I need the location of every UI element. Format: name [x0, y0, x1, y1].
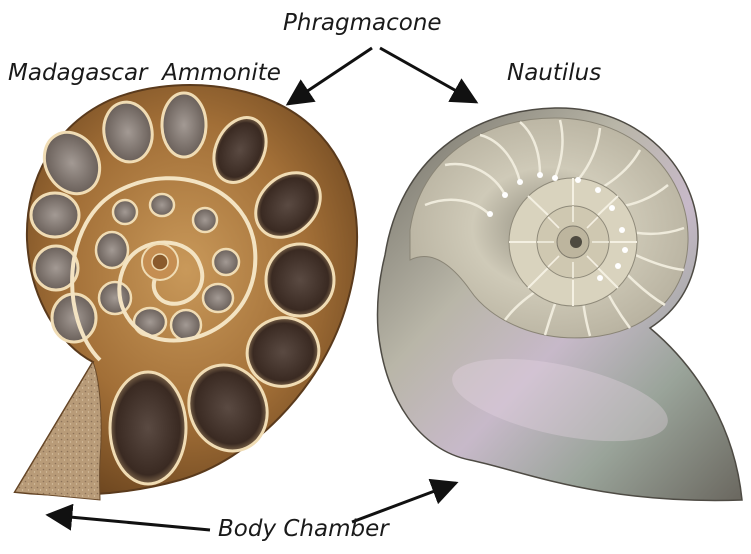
ammonite-body-chamber — [15, 362, 101, 500]
nautilus-shell — [377, 108, 742, 501]
arrow-to-ammonite-body-chamber — [48, 515, 210, 530]
arrow-to-ammonite-phragmacone — [288, 48, 372, 104]
phragmacone-label: Phragmacone — [283, 12, 442, 35]
ammonite-label: Madagascar Ammonite — [8, 62, 281, 85]
nautilus-label: Nautilus — [507, 62, 601, 85]
nautilus-center — [570, 236, 582, 248]
arrow-to-nautilus-phragmacone — [380, 48, 476, 102]
body-chamber-label: Body Chamber — [218, 518, 389, 541]
ammonite-shell — [15, 85, 357, 500]
